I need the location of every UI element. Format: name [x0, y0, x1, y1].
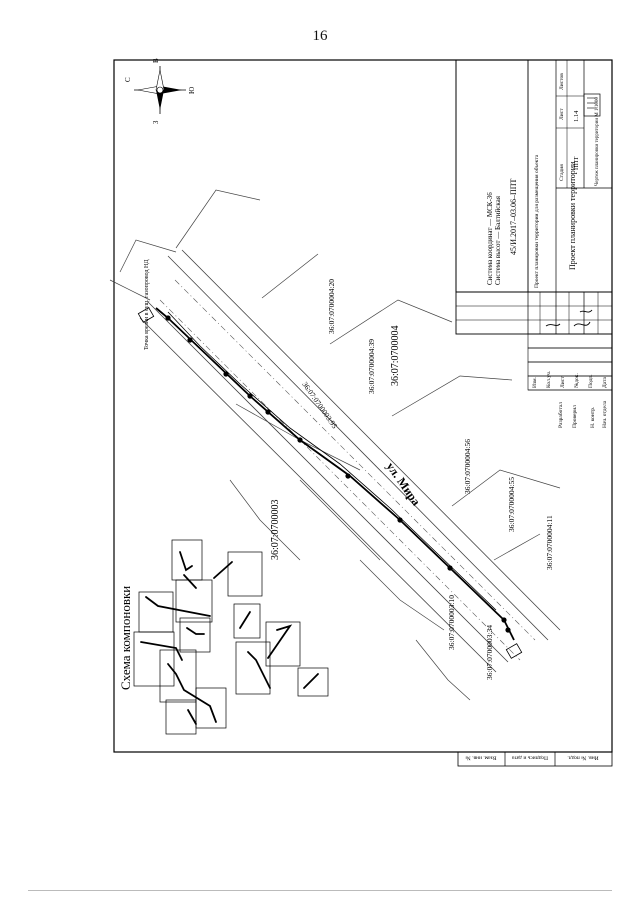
- north-arrow: С В З Ю: [124, 58, 196, 124]
- stamp-role: Нач. отдела: [602, 400, 608, 428]
- parcel-label: 36:07:0700003:95: [300, 380, 339, 430]
- stamp-role: Разработал: [557, 402, 564, 428]
- stamp-header: №док.: [574, 373, 580, 388]
- stamp-header: Подп.: [588, 374, 594, 388]
- stamp-role: Н. контр.: [590, 406, 596, 428]
- compass-north: Ю: [188, 87, 196, 94]
- stamp-header: Лист: [560, 376, 566, 388]
- parcel-label: 36:07:0700004:39: [367, 339, 376, 394]
- stage-label: Стадия: [559, 164, 565, 181]
- compass-east: В: [152, 58, 160, 63]
- zone-label-0700003: 36:07:0700003: [270, 499, 281, 560]
- layout-scheme-title: Схема компоновки: [118, 586, 133, 690]
- project-title: Проект планировки территории для размеще…: [533, 154, 540, 288]
- sheet-label: Лист: [559, 108, 565, 120]
- side-stamp-cell-2: Подпись и дата: [511, 755, 547, 761]
- side-stamp-cell-3: Инв. № подл.: [567, 755, 599, 761]
- stamp-header: Кол.уч.: [546, 370, 552, 388]
- main-map: [109, 189, 561, 701]
- sheet-name: Проект планировки территории: [568, 161, 577, 270]
- signature-stamp: [455, 291, 613, 391]
- title-block: Система координат — МСК-36 Система высот…: [455, 59, 613, 293]
- height-system: Система высот — Балтийская: [494, 195, 502, 285]
- parcel-label: 36:07:0700003:10: [447, 595, 456, 650]
- document-code: 45/И.2017–03.06–ППТ: [509, 178, 518, 255]
- drawing-name: Чертеж планировки территории М 1:1000: [595, 97, 600, 186]
- parcel-label: 36:07:0700004:20: [327, 279, 336, 334]
- parcel-label: 36:07:0700004:55: [507, 477, 516, 532]
- compass-west: З: [152, 120, 160, 124]
- organisation-logo: [583, 93, 601, 117]
- sheet-value: 1.14: [573, 110, 580, 122]
- layout-scheme: Схема компоновки: [118, 539, 329, 735]
- sheet-frame: [113, 59, 613, 753]
- street-label: ул. Мира: [384, 460, 424, 508]
- parcel-label: 36:07:0700004:11: [545, 515, 554, 570]
- zone-label-0700004: 36:07:0700004: [390, 325, 401, 386]
- stage-value: ППТ: [573, 157, 580, 170]
- sheets-label: Листов: [559, 73, 565, 90]
- page-number: 16: [312, 28, 328, 44]
- coordinate-system: Система координат — МСК-36: [486, 192, 494, 285]
- stamp-header: Дата: [602, 376, 608, 388]
- stamp-role: Проверил: [572, 405, 578, 428]
- tie-in-point-label: Точка врезки в сущ. газопровод НД: [144, 260, 150, 350]
- gas-pipe-route: [155, 307, 515, 641]
- parcel-label: 36:07:0700004:56: [463, 439, 472, 494]
- page-bottom-rule: [28, 890, 612, 891]
- side-stamp-cell-1: Взам. инв. №: [466, 755, 497, 761]
- stamp-header: Изм.: [532, 376, 538, 388]
- compass-south: С: [124, 77, 132, 82]
- parcel-label: 36:07:0700003:34: [485, 625, 494, 680]
- side-stamp: Взам. инв. № Подпись и дата Инв. № подл.: [457, 751, 613, 767]
